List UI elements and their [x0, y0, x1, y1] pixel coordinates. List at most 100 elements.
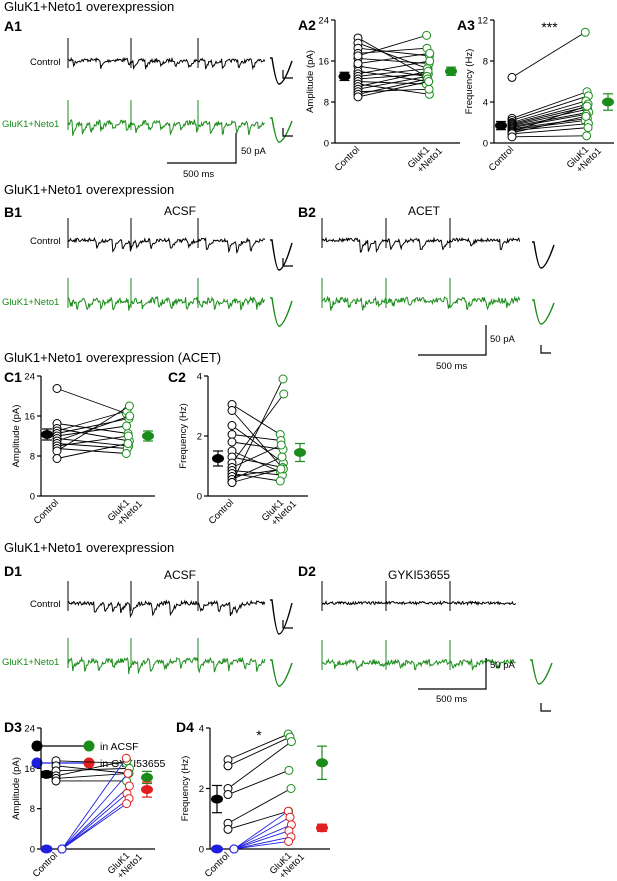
pair-line — [357, 57, 430, 65]
panel-label-d2: D2 — [298, 563, 316, 579]
panel-label-b2: B2 — [298, 204, 316, 220]
trace-label-control-d: Control — [30, 599, 61, 610]
avg-d2-gluk — [530, 659, 553, 685]
point-control — [51, 776, 61, 786]
point-control — [52, 446, 62, 456]
pair-line — [56, 425, 127, 437]
avg-b2-control — [532, 241, 555, 269]
trace-label-gluk-d: GluK1+Neto1 — [2, 657, 59, 668]
point-gluk — [124, 401, 134, 411]
pair-line — [231, 473, 281, 482]
pair-line — [55, 760, 127, 764]
mean-gluk — [294, 448, 306, 457]
point-control — [52, 384, 62, 393]
x-category-gluk: GluK1+Neto1 — [106, 492, 145, 531]
mean-control — [40, 769, 53, 779]
y-tick-label: 24 — [24, 372, 35, 383]
section-title-d: GluK1+Neto1 overexpression — [4, 540, 174, 555]
pair-line — [231, 410, 283, 468]
point-control — [223, 761, 233, 771]
y-tick-label: 0 — [324, 139, 329, 150]
y-tick-label: 12 — [477, 16, 488, 27]
trace-a1-control — [67, 56, 266, 71]
scalebar-a-current: 50 pA — [241, 146, 266, 157]
pair-line — [227, 733, 289, 761]
avg-a1-control — [270, 57, 293, 85]
point-gluk — [425, 56, 435, 66]
y-tick-label: 24 — [318, 16, 329, 27]
avg-d1-gluk — [270, 659, 293, 687]
avg-b1-control — [270, 239, 293, 271]
point-gluk — [285, 812, 295, 822]
x-category-control: Control — [333, 144, 362, 173]
point-gluk — [124, 781, 134, 791]
pair-line — [511, 31, 586, 78]
pair-line — [511, 113, 587, 129]
scalebar-a-inset — [282, 70, 293, 79]
pair-line — [227, 769, 290, 795]
pair-line — [357, 37, 427, 77]
condition-label-d1: ACSF — [164, 568, 196, 582]
trace-b2-control — [321, 236, 521, 254]
y-tick-label: 0 — [30, 845, 35, 856]
point-gluk — [275, 476, 285, 486]
scalebar-d — [418, 658, 487, 690]
pair-line — [357, 68, 428, 77]
scalebar-a — [167, 133, 237, 164]
trace-d1-control — [67, 599, 266, 619]
panel-label-d3: D3 — [4, 719, 22, 735]
point-gluk — [278, 374, 288, 384]
avg-b1-gluk — [270, 297, 293, 327]
point-gluk — [123, 768, 133, 778]
point-gluk — [276, 440, 286, 450]
y-tick-label: 0 — [30, 492, 35, 503]
scalebar-b-inset-2 — [282, 258, 293, 267]
scalebar-d-current: 50 pA — [490, 660, 515, 671]
pair-line — [233, 816, 291, 850]
pair-line — [357, 75, 428, 90]
point-gluk — [123, 439, 133, 448]
point-control — [507, 132, 517, 142]
point-gluk — [582, 101, 592, 111]
trace-label-control-a: Control — [30, 57, 61, 68]
y-tick-label: 4 — [199, 724, 204, 735]
pair-line — [511, 135, 587, 138]
pair-line — [227, 741, 292, 789]
point-gluk — [123, 431, 133, 441]
legend-label-acsf: in ACSF — [100, 741, 139, 753]
point-control — [227, 437, 237, 447]
point-control — [353, 92, 363, 102]
pair-line — [55, 772, 130, 779]
section-title-a: GluK1+Neto1 overexpression — [4, 0, 174, 14]
legend-d3: in ACSF in GYKI53655 — [31, 740, 166, 770]
scalebar-b-current: 50 pA — [490, 334, 515, 345]
pair-line — [56, 443, 129, 459]
y-tick-label: 8 — [483, 57, 488, 68]
y-tick-label: 0 — [199, 845, 204, 856]
y-tick-label: 8 — [324, 98, 329, 109]
pair-line — [56, 438, 129, 447]
panel-label-b1: B1 — [4, 204, 22, 220]
point-gluk — [581, 111, 591, 121]
panel-label-d4: D4 — [176, 719, 194, 735]
pair-line — [55, 767, 130, 772]
pair-line — [231, 434, 282, 441]
legend-marker-gyki-control — [31, 757, 43, 769]
point-control — [227, 430, 237, 439]
y-axis-label: Frequency (Hz) — [180, 756, 191, 821]
mean-gluk — [141, 772, 153, 782]
point-gluk — [583, 123, 593, 133]
trace-b2-gluk — [321, 295, 521, 311]
avg-b2-gluk — [532, 299, 555, 325]
pair-line — [357, 34, 427, 57]
point-control — [52, 454, 62, 463]
pair-line — [511, 108, 588, 127]
panel-label-a2: A2 — [298, 17, 316, 33]
pair-line — [231, 393, 285, 464]
point-gluk — [580, 27, 590, 37]
scalebar-d-inset — [540, 703, 551, 712]
x-category-gluk: GluK1+Neto1 — [106, 845, 145, 881]
